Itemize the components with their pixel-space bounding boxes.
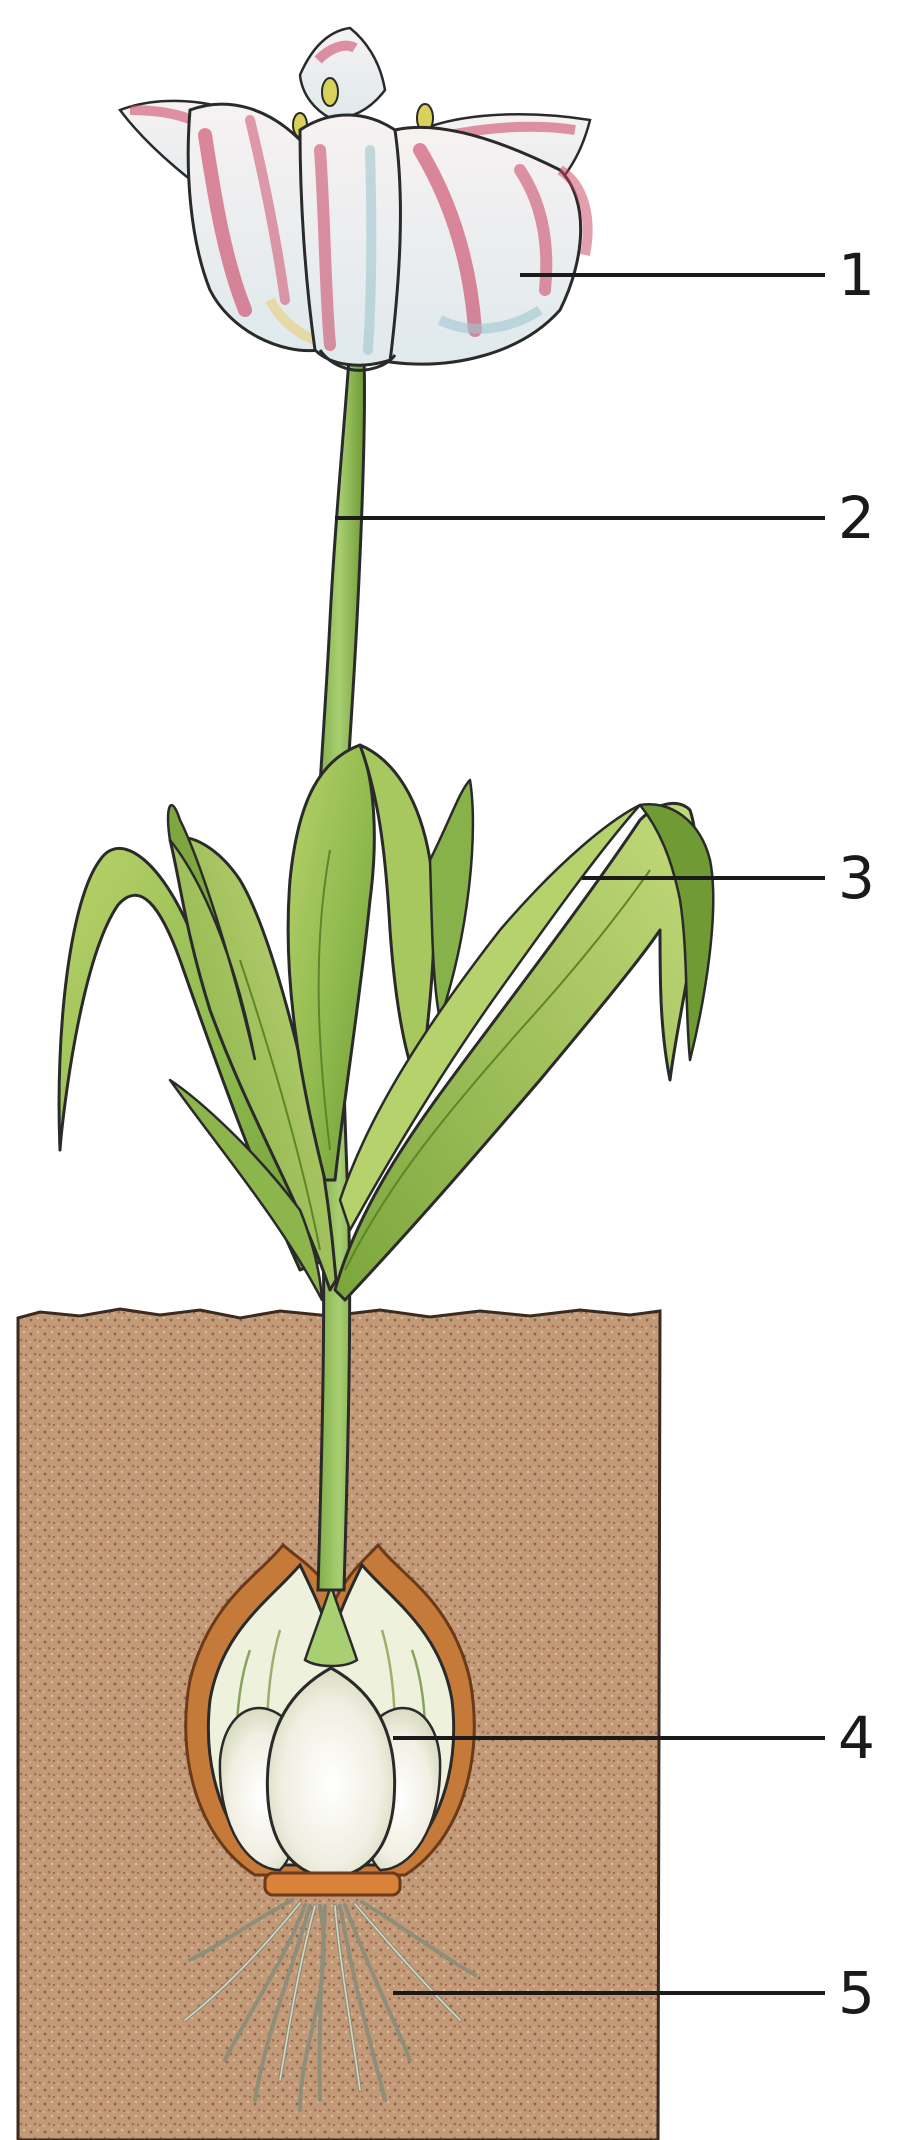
label-1: 1: [838, 241, 875, 309]
label-4: 4: [838, 1704, 875, 1772]
label-3: 3: [838, 844, 875, 912]
label-2: 2: [838, 484, 875, 552]
leaves: [59, 745, 713, 1300]
flower: [120, 28, 590, 370]
label-5: 5: [838, 1959, 875, 2027]
